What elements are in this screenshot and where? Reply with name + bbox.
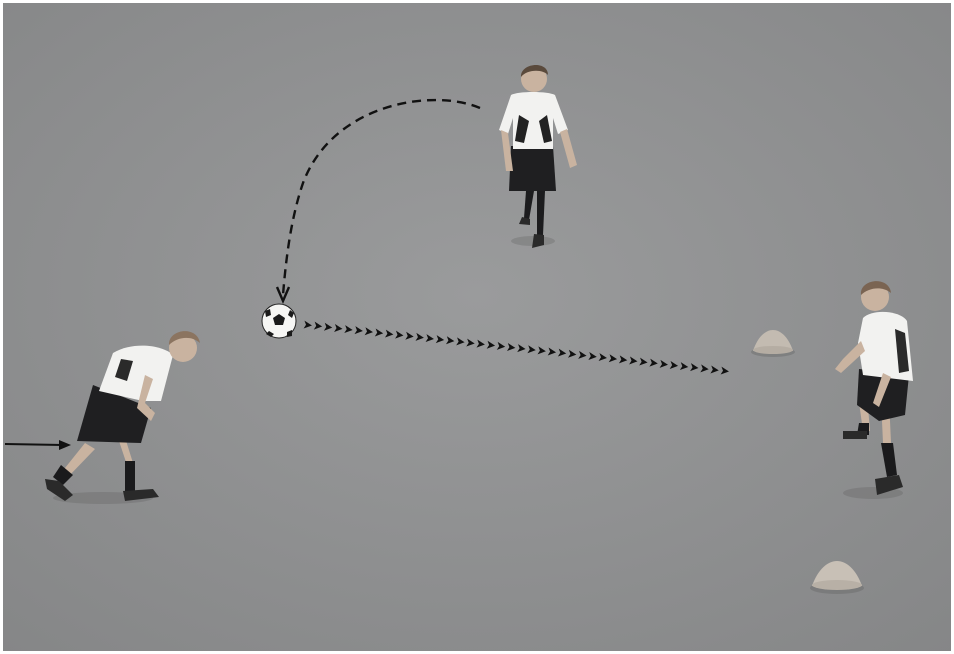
soccer-ball-icon [262,304,296,338]
soccer-drill-illustration [3,3,951,651]
gym-floor [3,3,951,651]
